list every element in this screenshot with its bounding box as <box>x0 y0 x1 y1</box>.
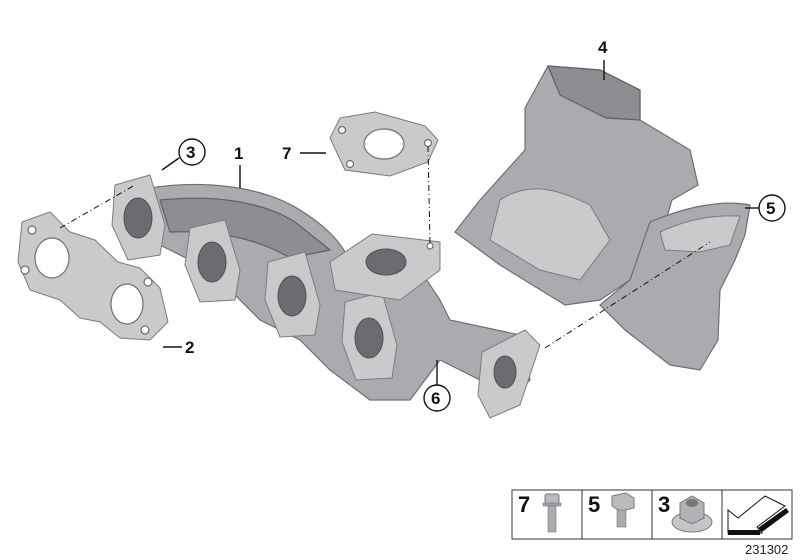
callout-7[interactable]: 7 <box>282 144 326 163</box>
hex-bolt-icon <box>611 492 635 528</box>
svg-text:7: 7 <box>282 144 291 163</box>
alignment-lines <box>59 145 711 349</box>
diagram-number: 231302 <box>745 542 788 557</box>
svg-text:7: 7 <box>518 492 530 517</box>
callout-1[interactable]: 1 <box>234 144 243 188</box>
part-1-exhaust-manifold[interactable] <box>111 174 541 419</box>
svg-text:3: 3 <box>658 492 670 517</box>
part-7-turbo-gasket[interactable] <box>329 111 439 177</box>
legend-item-7[interactable]: 7 <box>518 492 562 533</box>
svg-text:2: 2 <box>185 338 194 357</box>
legend-item-3[interactable]: 3 <box>658 492 713 533</box>
svg-text:4: 4 <box>598 38 608 57</box>
fastener-legend: 7 5 3 <box>511 489 793 540</box>
callout-4[interactable]: 4 <box>598 38 608 80</box>
callout-5[interactable]: 5 <box>745 194 786 222</box>
part-5-heat-shield[interactable] <box>599 202 751 371</box>
callout-6[interactable]: 6 <box>423 360 451 412</box>
callout-3[interactable]: 3 <box>161 138 206 171</box>
svg-text:5: 5 <box>588 492 600 517</box>
part-4-heat-shield[interactable] <box>454 65 699 306</box>
svg-text:5: 5 <box>766 199 775 218</box>
legend-item-5[interactable]: 5 <box>588 492 635 528</box>
svg-text:1: 1 <box>234 144 243 163</box>
svg-text:3: 3 <box>186 143 195 162</box>
direction-arrow-icon <box>727 495 789 535</box>
flange-nut-icon <box>671 495 713 533</box>
callout-2[interactable]: 2 <box>163 338 194 357</box>
flange-bolt-icon <box>542 493 562 533</box>
part-2-manifold-gasket[interactable] <box>17 211 169 341</box>
svg-text:6: 6 <box>431 389 440 408</box>
